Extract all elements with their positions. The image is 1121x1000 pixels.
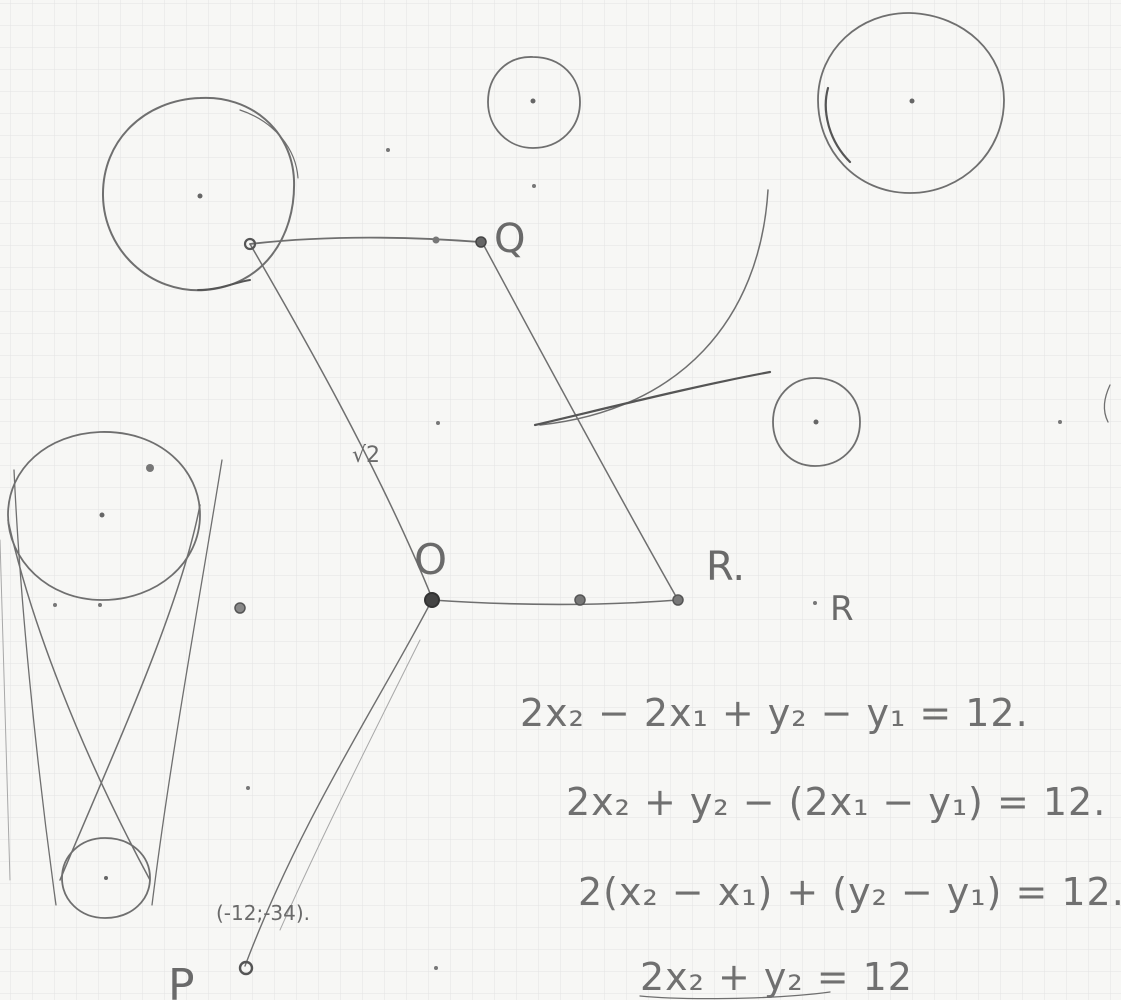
circle-top-right xyxy=(817,12,1005,194)
segment-O-P xyxy=(244,599,433,967)
segment-to-O xyxy=(249,243,433,599)
circle-left-middle xyxy=(7,431,201,601)
circle-right-middle xyxy=(772,377,861,467)
equation-3: 2(x₂ − x₁) + (y₂ − y₁) = 12. xyxy=(578,870,1121,914)
point-P xyxy=(238,960,254,976)
segment-O-P-faint xyxy=(279,639,421,931)
segment-top xyxy=(197,236,481,291)
circle-top-center xyxy=(487,56,581,149)
label-P-coordinates: (-12;-34). xyxy=(216,901,310,925)
label-O: O xyxy=(414,535,447,584)
segment-Q-R xyxy=(481,241,679,601)
grid-points xyxy=(53,148,1062,970)
point-mid-OR xyxy=(574,594,586,606)
point-O xyxy=(424,592,440,608)
circle-bottom-left xyxy=(61,837,151,919)
point-left xyxy=(234,602,246,614)
segment-O-R xyxy=(431,599,679,606)
curve-right xyxy=(533,189,1111,427)
point-R xyxy=(672,594,684,606)
point-small-left-circle xyxy=(146,464,154,472)
label-R-right: R xyxy=(830,589,854,629)
label-P: P xyxy=(168,960,195,1000)
point-top-left xyxy=(243,237,257,251)
tangent-lines-left xyxy=(0,459,223,906)
equation-1: 2x₂ − 2x₁ + y₂ − y₁ = 12. xyxy=(520,691,1029,735)
label-Q: Q xyxy=(494,216,525,262)
point-Q xyxy=(475,236,487,248)
label-sqrt2: √2 xyxy=(352,443,380,468)
equation-2: 2x₂ + y₂ − (2x₁ − y₁) = 12. xyxy=(566,780,1106,824)
bracket-under-equation xyxy=(639,991,831,1000)
equation-4: 2x₂ + y₂ = 12 xyxy=(640,955,913,999)
label-R: R. xyxy=(706,544,745,590)
